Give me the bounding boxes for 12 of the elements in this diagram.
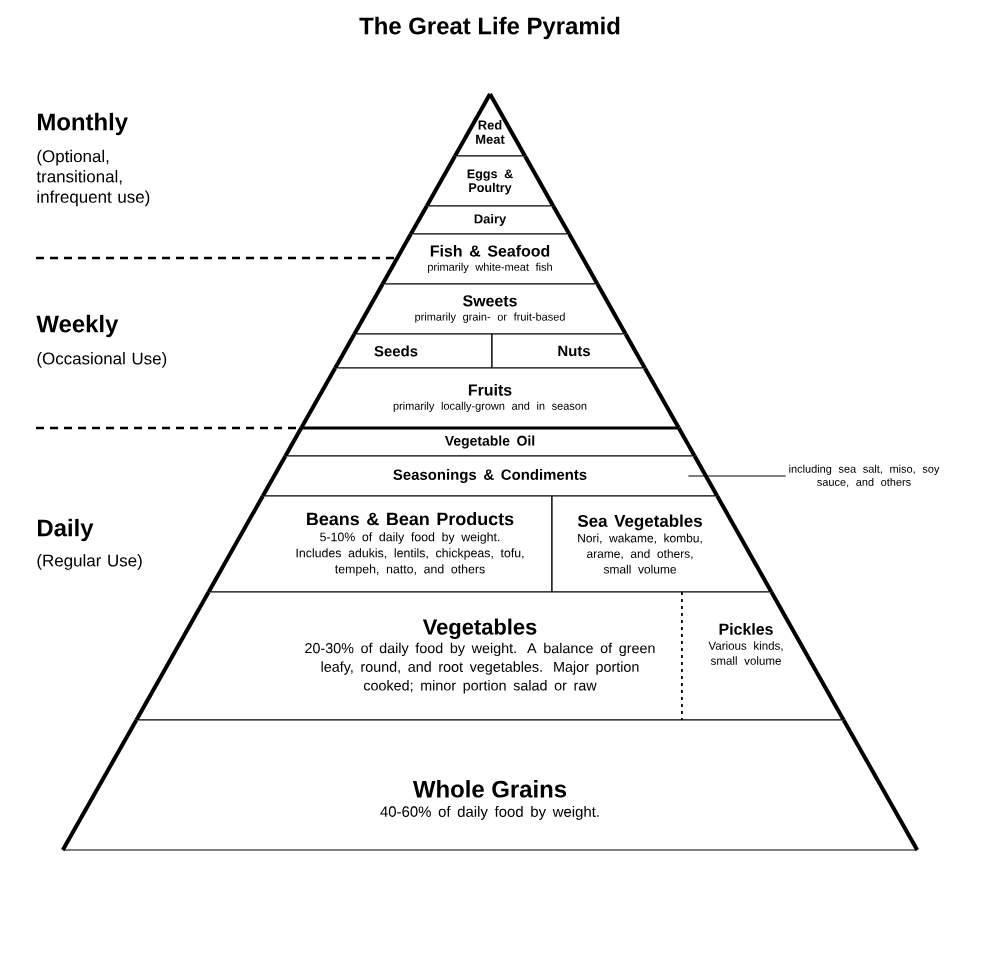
frequency-heading: Daily: [38, 518, 94, 542]
node-label: Vegetables: [422, 618, 537, 640]
node-label: Sea Vegetables: [577, 514, 702, 531]
node-label: Whole Grains: [412, 780, 567, 798]
frequency-heading: Monthly: [38, 112, 128, 136]
frequency-note: (Occasional Use): [37, 352, 167, 368]
node-label: Beans & Bean Products: [307, 512, 514, 526]
frequency-heading: Weekly: [36, 314, 119, 338]
leader-line: [687, 475, 787, 477]
title: The Great Life Pyramid: [359, 16, 620, 40]
frequency-note: (Optional, transitional, infrequent use): [36, 149, 150, 207]
frequency-note: (Regular Use): [37, 554, 142, 570]
